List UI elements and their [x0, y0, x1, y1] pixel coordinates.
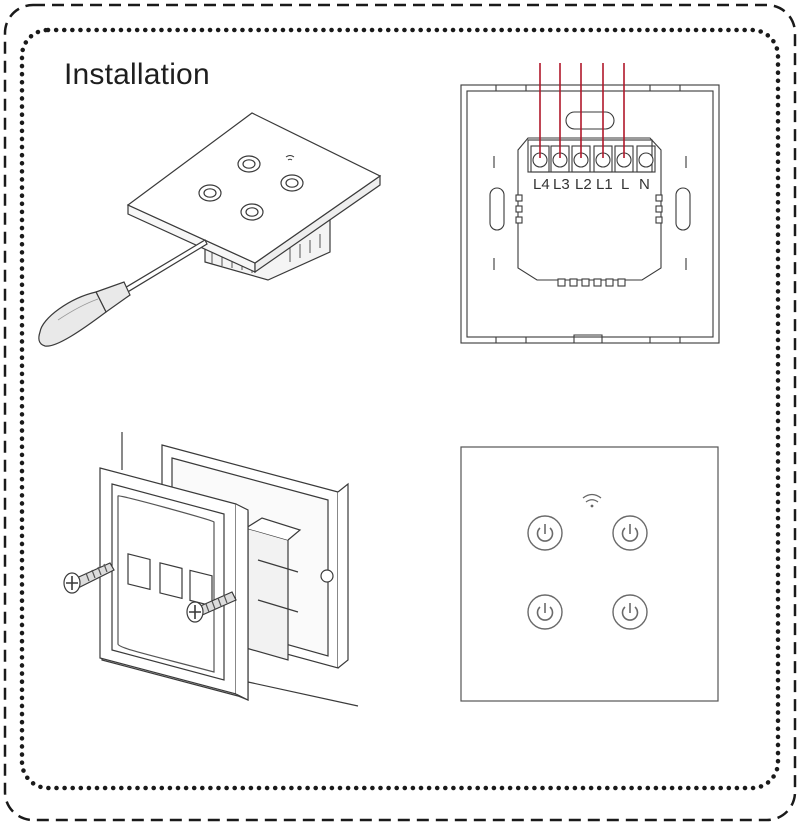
step-pry-panel — [38, 112, 382, 347]
terminal-label-l1: L1 — [596, 176, 613, 193]
terminal-screw-n — [638, 152, 654, 168]
terminal-label-l3: L3 — [553, 176, 570, 193]
step-screw-mount — [63, 432, 359, 707]
page-title: Installation — [64, 58, 210, 91]
power-icon — [612, 515, 648, 551]
screw-icon — [186, 591, 237, 623]
terminal-slot — [636, 145, 656, 173]
terminal-screws — [530, 145, 656, 173]
finished-panel — [460, 446, 719, 702]
wires — [539, 63, 625, 158]
power-icon — [527, 594, 563, 630]
wifi-icon — [582, 493, 602, 508]
screwdriver-icon — [38, 281, 131, 347]
outer-dashed-border — [3, 3, 797, 822]
power-icon — [527, 515, 563, 551]
step-finished-switch — [460, 446, 719, 702]
terminal-label-l4: L4 — [533, 176, 550, 193]
power-buttons — [527, 515, 648, 630]
step-wiring: L4 L3 L2 L1 L N — [460, 63, 720, 344]
terminal-label-l: L — [621, 176, 629, 193]
power-icon — [612, 594, 648, 630]
terminal-block — [517, 137, 662, 281]
switch-panel-icon — [126, 112, 382, 264]
panel-buttons — [198, 155, 304, 221]
screw-icon — [63, 562, 115, 594]
terminal-label-n: N — [639, 176, 650, 193]
terminal-label-l2: L2 — [575, 176, 592, 193]
